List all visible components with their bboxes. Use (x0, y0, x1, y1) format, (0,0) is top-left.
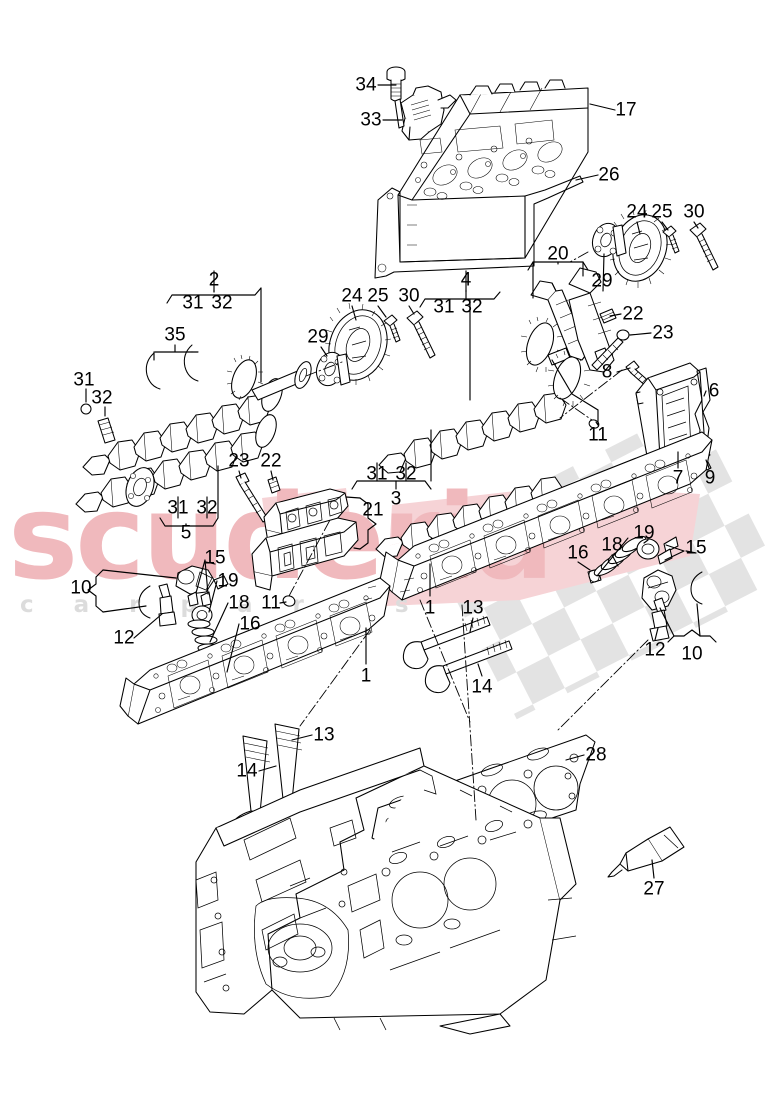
callout-number-35-c35[interactable]: 35 (164, 324, 186, 346)
part-22a-roll-pin-art (600, 309, 616, 323)
callout-number-2-c2[interactable]: 2 (208, 269, 220, 291)
callout-number-27-c27[interactable]: 27 (643, 878, 665, 900)
callout-number-30-c30b[interactable]: 30 (683, 201, 705, 223)
part-29b-adjuster-hub-art (588, 220, 626, 261)
callout-number-30-c30a[interactable]: 30 (398, 285, 420, 307)
callout-number-24-c24a[interactable]: 24 (341, 285, 363, 307)
callout-number-19-c19a[interactable]: 19 (217, 570, 239, 592)
part-25b-bolt-art (663, 226, 679, 253)
part-1b-cylinder-head-lower-art (120, 578, 390, 724)
callout-number-18-c18a[interactable]: 18 (228, 592, 250, 614)
callout-number-13-c13b[interactable]: 13 (313, 724, 335, 746)
callout-number-29-c29a[interactable]: 29 (307, 326, 329, 348)
part-35-thrust-rings-art (146, 345, 198, 389)
callout-number-31-c3-31[interactable]: 31 (366, 463, 388, 485)
callout-number-25-c25b[interactable]: 25 (651, 201, 673, 223)
callout-number-20-c20[interactable]: 20 (547, 243, 569, 265)
callout-number-32-c2-32[interactable]: 32 (211, 292, 233, 314)
part-5-camshaft-lower-left-art (76, 412, 280, 512)
part-4-camshaft-upper-right-art (379, 317, 570, 473)
part-10b-retaining-clip-art (691, 572, 702, 604)
callout-number-15-c15a[interactable]: 15 (204, 547, 226, 569)
callout-number-9-c9[interactable]: 9 (704, 467, 716, 489)
callout-number-6-c6[interactable]: 6 (708, 380, 720, 402)
callout-number-10-c10b[interactable]: 10 (681, 643, 703, 665)
callout-number-32-c4-32[interactable]: 32 (461, 296, 483, 318)
callout-number-14-c14a[interactable]: 14 (471, 676, 493, 698)
part-30a-bolt-art (407, 311, 435, 358)
callout-number-23-c23b[interactable]: 23 (228, 450, 250, 472)
part-23b-bolt-art (236, 473, 268, 522)
part-26-valve-cover-gasket-art (375, 176, 583, 278)
callout-number-24-c24b[interactable]: 24 (626, 201, 648, 223)
part-2-camshaft-upper-left-art (83, 355, 314, 475)
part-10a-rocker-arm-art (176, 566, 228, 594)
part-10b-rocker-arm-art (642, 570, 676, 610)
part-30b-bolt-art (690, 223, 718, 270)
callout-number-31-c4-31[interactable]: 31 (433, 296, 455, 318)
part-23a-bolt-art (592, 330, 629, 370)
callout-number-3-c3[interactable]: 3 (390, 488, 402, 510)
callout-number-4-c4[interactable]: 4 (460, 269, 472, 291)
callout-number-12-c12b[interactable]: 12 (644, 639, 666, 661)
part-12b-support-element-art (650, 598, 669, 641)
callout-number-32-c5-32[interactable]: 32 (196, 497, 218, 519)
callout-number-17-c17[interactable]: 17 (615, 99, 637, 121)
part-21-bearing-bridge-lower-art (252, 518, 358, 590)
callout-number-23-c23a[interactable]: 23 (652, 322, 674, 344)
part-27-sealant-tube-art (608, 827, 684, 877)
leader-lines (86, 85, 716, 878)
callout-number-19-c19b[interactable]: 19 (633, 522, 655, 544)
callout-number-18-c18b[interactable]: 18 (601, 534, 623, 556)
callout-number-25-c25a[interactable]: 25 (367, 285, 389, 307)
callout-number-16-c16a[interactable]: 16 (239, 613, 261, 635)
callout-number-21-c21[interactable]: 21 (362, 499, 384, 521)
part-1-cylinder-head-main-art (380, 432, 712, 600)
part-15b-cotters-art (658, 537, 678, 564)
callout-number-11-c11b[interactable]: 11 (261, 592, 281, 614)
part-31-ring-art (81, 404, 91, 414)
part-32-pin-art (98, 418, 115, 443)
callout-number-15-c15b[interactable]: 15 (685, 537, 707, 559)
part-22b-roll-pin-art (268, 477, 280, 493)
part-15a-cotters-art (188, 592, 211, 606)
callout-number-31-c5-31[interactable]: 31 (167, 497, 189, 519)
part-10a-retaining-clip-art (139, 586, 150, 618)
part-19a-retainer-art (192, 606, 212, 624)
callout-number-29-c29b[interactable]: 29 (591, 270, 613, 292)
part-33-ignition-coil-art (395, 86, 456, 140)
callout-number-1-c1b[interactable]: 1 (424, 597, 436, 619)
part-17-cylinder-head-art (398, 80, 588, 262)
callout-number-31-c2-31[interactable]: 31 (182, 292, 204, 314)
callout-number-10-c10a[interactable]: 10 (70, 577, 92, 599)
part-14a-exhaust-valve-art (425, 640, 512, 693)
engine-block-art (196, 748, 576, 1034)
callout-number-5-c5[interactable]: 5 (180, 522, 192, 544)
callout-number-32-c3-32[interactable]: 32 (395, 463, 417, 485)
callout-number-33-c33[interactable]: 33 (360, 109, 382, 131)
callout-number-26-c26[interactable]: 26 (598, 164, 620, 186)
callout-number-7-c7[interactable]: 7 (672, 467, 684, 489)
callout-number-22-c22b[interactable]: 22 (260, 450, 282, 472)
part-25a-bolt-art (384, 315, 400, 342)
callout-number-13-c13a[interactable]: 13 (462, 597, 484, 619)
callout-number-32-c32[interactable]: 32 (91, 387, 113, 409)
callout-number-34-c34[interactable]: 34 (355, 74, 377, 96)
callout-number-8-c8[interactable]: 8 (601, 361, 613, 383)
callout-number-22-c22a[interactable]: 22 (622, 303, 644, 325)
callout-number-12-c12a[interactable]: 12 (113, 627, 135, 649)
part-19b-retainer-art (637, 539, 659, 559)
part-13a-intake-valve-art (403, 616, 490, 669)
part-12a-support-element-art (159, 584, 176, 626)
part-34-bolt-art (387, 67, 405, 101)
callout-number-28-c28[interactable]: 28 (585, 744, 607, 766)
callout-number-31-c31[interactable]: 31 (73, 369, 95, 391)
part-11b-plug-art (282, 594, 297, 608)
callout-number-11-c11a[interactable]: 11 (588, 424, 608, 446)
callout-number-1-c1a[interactable]: 1 (360, 665, 372, 687)
callout-number-16-c16b[interactable]: 16 (567, 542, 589, 564)
callout-number-14-c14b[interactable]: 14 (236, 760, 258, 782)
part-29a-adjuster-hub-art (312, 349, 350, 390)
